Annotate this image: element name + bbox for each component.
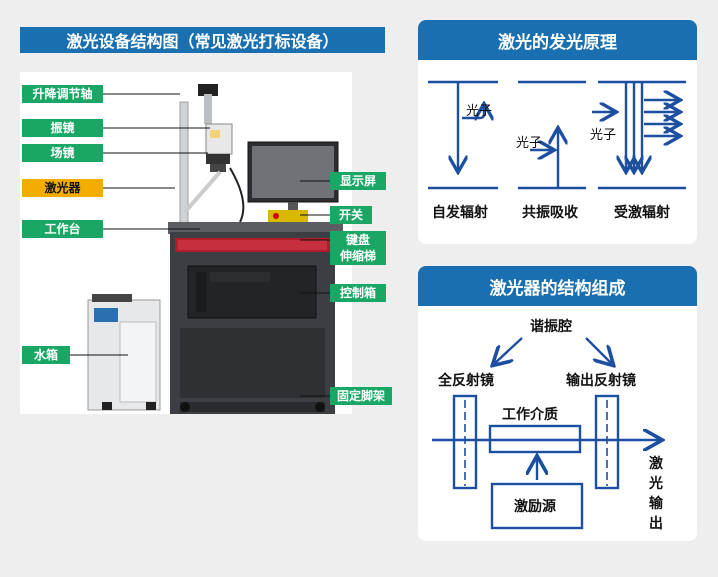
label-display: 显示屏 (330, 172, 386, 190)
label-water-tank: 水箱 (22, 346, 70, 364)
laser-structure-card: 激光器的结构组成 谐振腔 全反射镜 输出 (418, 266, 697, 541)
laser-structure-diagram (432, 337, 697, 530)
photon-label-2: 光子 (516, 136, 543, 151)
left-panel-title-text: 激光设备结构图（常见激光打标设备） (66, 32, 339, 51)
photon-label-1: 光子 (466, 104, 493, 119)
emission-card-title-text: 激光的发光原理 (498, 32, 617, 53)
output-mirror-label: 输出反射镜 (566, 373, 636, 389)
pump-label: 激励源 (514, 499, 556, 515)
medium-label: 工作介质 (502, 407, 558, 423)
label-galvo: 振镜 (22, 119, 103, 137)
laser-machine-illustration (87, 84, 343, 432)
resonator-label: 谐振腔 (530, 319, 572, 335)
machine-photo-area (20, 72, 352, 432)
caption-spontaneous: 自发辐射 (432, 205, 488, 221)
label-laser: 激光器 (22, 179, 103, 197)
output-char-1: 激 (649, 456, 663, 472)
output-char-2: 光 (649, 476, 663, 492)
label-stand: 固定脚架 (330, 387, 392, 405)
caption-absorption: 共振吸收 (522, 205, 578, 221)
label-worktable: 工作台 (22, 220, 103, 238)
structure-card-title-text: 激光器的结构组成 (489, 278, 626, 299)
label-field-lens: 场镜 (22, 144, 103, 162)
label-switch: 开关 (330, 206, 372, 224)
emission-diagram (428, 80, 686, 190)
structure-card-title: 激光器的结构组成 (418, 266, 697, 306)
label-keyboard-line1: 键盘 (345, 233, 370, 247)
label-keyboard: 键盘 伸缩梯 (330, 231, 386, 265)
output-char-4: 出 (649, 516, 663, 532)
full-mirror-label: 全反射镜 (438, 373, 494, 389)
output-label: 激 光 输 出 (648, 454, 664, 534)
output-char-3: 输 (649, 496, 663, 512)
caption-stimulated: 受激辐射 (614, 205, 670, 221)
label-keyboard-line2: 伸缩梯 (339, 249, 376, 263)
emission-principle-card: 激光的发光原理 (418, 20, 697, 244)
left-panel-title: 激光设备结构图（常见激光打标设备） (20, 27, 385, 53)
photon-label-3: 光子 (590, 128, 617, 143)
emission-card-title: 激光的发光原理 (418, 20, 697, 60)
label-control-box: 控制箱 (330, 284, 386, 302)
label-lift-axis: 升降调节轴 (22, 85, 103, 103)
